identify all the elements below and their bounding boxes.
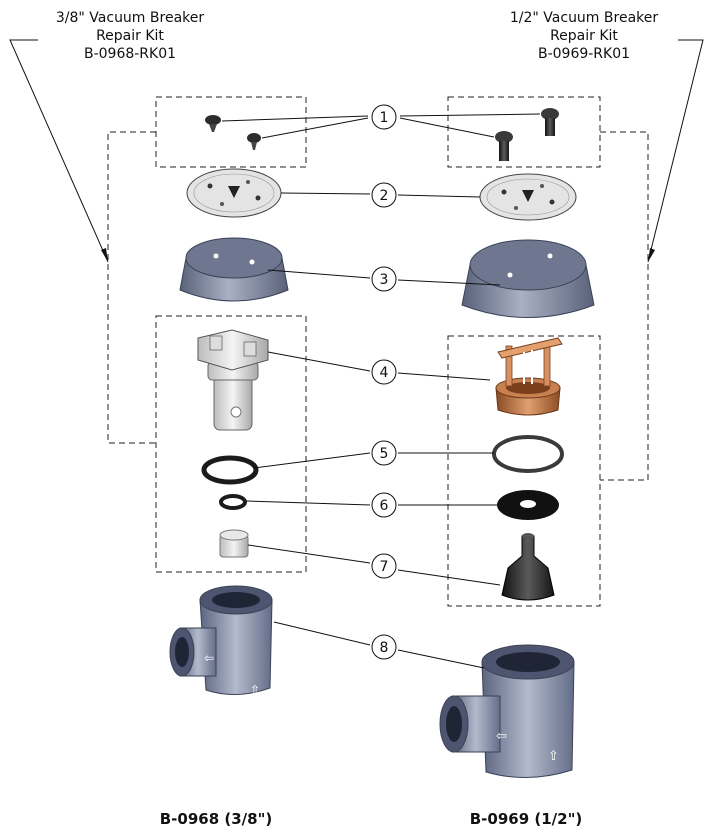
kit-right-line2: Repair Kit bbox=[550, 28, 618, 44]
left-internal-parts-box bbox=[155, 315, 307, 573]
callout-8: 8 bbox=[371, 634, 397, 660]
tee-body-left: ⇦ ⇧ bbox=[169, 585, 273, 697]
kit-right-line1: 1/2" Vacuum Breaker bbox=[510, 10, 658, 26]
svg-text:5: 5 bbox=[380, 446, 389, 462]
svg-text:⇧: ⇧ bbox=[250, 683, 260, 697]
seal-right bbox=[501, 533, 555, 601]
caption-left-model: B-0968 (3/8") bbox=[160, 810, 273, 828]
callout-1: 1 bbox=[371, 104, 397, 130]
left-kit-enclosure bbox=[107, 131, 156, 444]
right-screw-group-box bbox=[447, 96, 601, 168]
plug-left bbox=[219, 529, 249, 558]
caption-right-model: B-0969 (1/2") bbox=[470, 810, 583, 828]
left-screw-group-box bbox=[155, 96, 307, 168]
kit-label-right: 1/2" Vacuum Breaker Repair Kit B-0969-RK… bbox=[510, 10, 658, 62]
svg-text:8: 8 bbox=[380, 640, 389, 656]
callout-5: 5 bbox=[371, 440, 397, 466]
poppet-right bbox=[495, 337, 563, 416]
svg-text:7: 7 bbox=[380, 559, 389, 575]
screw-right-a bbox=[541, 108, 559, 136]
kit-left-leader bbox=[9, 39, 109, 263]
o-ring-left bbox=[201, 455, 259, 485]
disc-left bbox=[186, 168, 282, 218]
svg-text:1: 1 bbox=[380, 110, 389, 126]
callout-3: 3 bbox=[371, 266, 397, 292]
leader-lines bbox=[221, 113, 541, 669]
svg-text:3: 3 bbox=[380, 272, 389, 288]
small-o-ring-left bbox=[219, 494, 247, 510]
kit-left-line2: Repair Kit bbox=[96, 28, 164, 44]
kit-left-arrowhead bbox=[101, 248, 108, 262]
screw-right-b bbox=[495, 131, 513, 161]
right-kit-enclosure bbox=[600, 131, 649, 481]
callout-7: 7 bbox=[371, 553, 397, 579]
screw-left-b bbox=[247, 133, 261, 150]
kit-right-leader bbox=[647, 39, 704, 263]
right-internal-parts-box bbox=[447, 335, 601, 607]
cap-right bbox=[461, 239, 595, 318]
svg-text:⇦: ⇦ bbox=[496, 729, 507, 744]
svg-text:2: 2 bbox=[380, 188, 389, 204]
kit-right-arrowhead bbox=[648, 248, 655, 262]
washer-right bbox=[497, 490, 559, 520]
kit-left-line1: 3/8" Vacuum Breaker bbox=[56, 10, 204, 26]
svg-text:⇦: ⇦ bbox=[204, 651, 214, 665]
tee-body-right: ⇦ ⇧ bbox=[439, 644, 575, 778]
kit-left-part-number: B-0968-RK01 bbox=[84, 46, 176, 62]
cap-left bbox=[179, 237, 289, 302]
svg-text:6: 6 bbox=[380, 498, 389, 514]
disc-right bbox=[479, 173, 577, 221]
kit-label-left: 3/8" Vacuum Breaker Repair Kit B-0968-RK… bbox=[56, 10, 204, 62]
callout-2: 2 bbox=[371, 182, 397, 208]
callout-6: 6 bbox=[371, 492, 397, 518]
screw-left-a bbox=[205, 115, 221, 132]
svg-text:⇧: ⇧ bbox=[548, 749, 559, 764]
poppet-left bbox=[197, 329, 269, 431]
svg-text:4: 4 bbox=[380, 365, 389, 381]
o-ring-right bbox=[492, 435, 564, 473]
kit-right-part-number: B-0969-RK01 bbox=[538, 46, 630, 62]
callout-4: 4 bbox=[371, 359, 397, 385]
